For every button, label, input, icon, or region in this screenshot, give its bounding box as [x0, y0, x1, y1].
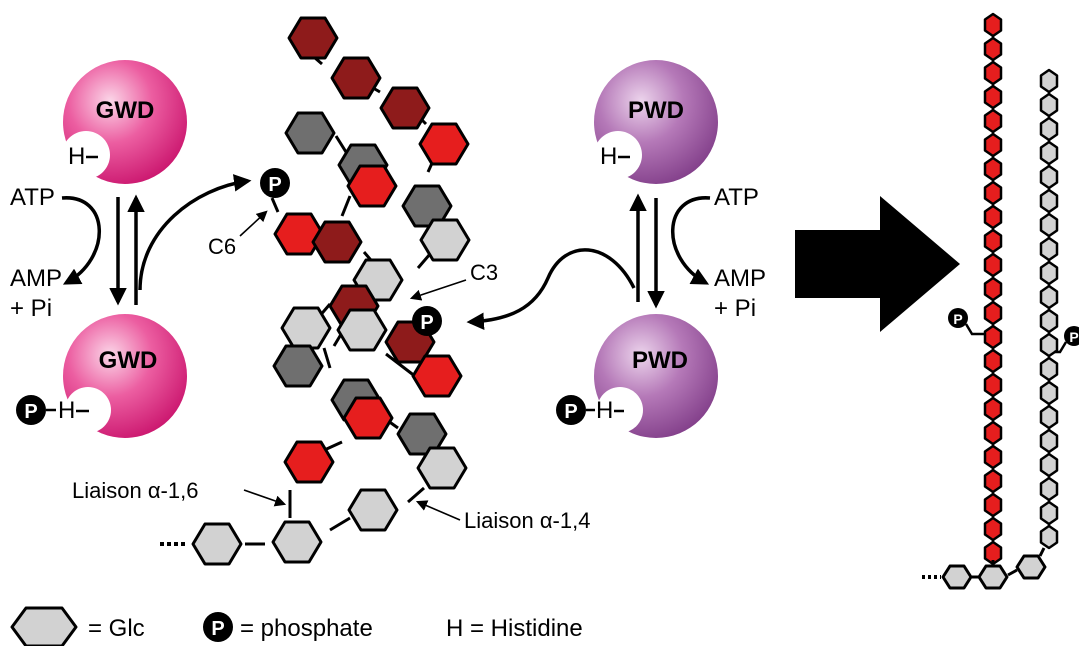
- grey-chain-residue: [1039, 452, 1059, 478]
- glucan-double-helix: [160, 16, 471, 566]
- red-chain-phosphate: P: [948, 308, 984, 336]
- grey-chain-residue: [1039, 164, 1059, 190]
- gwd-bottom-label: GWD: [99, 347, 158, 374]
- pwd-bottom-phosphate-icon: P: [556, 395, 586, 425]
- pwd-enzyme-bottom: P H PWD: [556, 314, 718, 438]
- pwd-enzyme-top: PWD H: [594, 60, 718, 184]
- red-linear-chain: [983, 12, 1003, 566]
- grey-chain-residue: [1039, 524, 1059, 550]
- right-amp-label: AMP: [714, 265, 766, 292]
- red-chain-residue: [983, 348, 1003, 374]
- grey-chain-residue: [1039, 212, 1059, 238]
- gwd-enzyme-top: GWD H: [62, 60, 187, 184]
- red-chain-residue: [983, 84, 1003, 110]
- svg-text:P: P: [211, 618, 224, 640]
- glc-legend-label: = Glc: [88, 615, 145, 642]
- big-right-arrow: [795, 196, 960, 332]
- grey-chain-residue: [1039, 92, 1059, 118]
- grey-chain-residue: [1039, 140, 1059, 166]
- glucose-residues: [191, 16, 471, 566]
- red-chain-residue: [983, 132, 1003, 158]
- gwd-bottom-histidine: H: [58, 397, 75, 424]
- grey-chain-residue: [1039, 428, 1059, 454]
- red-chain-residue: [983, 36, 1003, 62]
- red-chain-residue: [983, 420, 1003, 446]
- svg-text:P: P: [420, 312, 433, 334]
- helix-phosphate-c3: P: [412, 306, 442, 336]
- legend: = Glc P = phosphate H = Histidine: [10, 606, 583, 646]
- histidine-legend-label: H = Histidine: [446, 615, 583, 642]
- c6-label: C6: [208, 234, 236, 259]
- grey-chain-residue: [1039, 188, 1059, 214]
- red-chain-residue: [983, 12, 1003, 38]
- pwd-bottom-histidine: H: [596, 397, 613, 424]
- phosphate-legend-icon: P: [203, 612, 233, 642]
- red-chain-residue: [983, 60, 1003, 86]
- glc-legend-icon: [10, 606, 78, 646]
- linkage-labels: Liaison α-1,6 Liaison α-1,4: [72, 478, 590, 533]
- red-chain-residue: [983, 300, 1003, 326]
- grey-chain-residue: [1039, 68, 1059, 94]
- svg-text:P: P: [564, 401, 577, 423]
- gwd-reaction: ATP AMP + Pi: [10, 174, 252, 322]
- phosphate-legend-label: = phosphate: [240, 615, 373, 642]
- grey-chain-residue: [1039, 236, 1059, 262]
- grey-chain-residue: [1039, 284, 1059, 310]
- red-chain-residue: [983, 444, 1003, 470]
- gwd-enzyme-bottom: P H GWD: [16, 314, 187, 438]
- grey-chain-residue: [1039, 308, 1059, 334]
- red-chain-residue: [983, 492, 1003, 518]
- grey-chain-residue: [1039, 356, 1059, 382]
- left-amp-label: AMP: [10, 265, 62, 292]
- red-chain-residue: [983, 516, 1003, 542]
- grey-chain-residue: [1039, 404, 1059, 430]
- grey-chain-residue: [1039, 380, 1059, 406]
- svg-text:P: P: [1069, 329, 1078, 345]
- grey-chain-residue: [1039, 116, 1059, 142]
- c3-label: C3: [470, 260, 498, 285]
- alpha-1-4-label: Liaison α-1,4: [464, 508, 590, 533]
- pwd-reaction: ATP AMP + Pi: [466, 184, 766, 331]
- alpha-1-6-label: Liaison α-1,6: [72, 478, 198, 503]
- red-chain-residue: [983, 372, 1003, 398]
- svg-text:P: P: [268, 174, 281, 196]
- svg-text:P: P: [953, 311, 962, 327]
- red-chain-residue: [983, 108, 1003, 134]
- grey-chain-phosphate: P: [1054, 326, 1079, 354]
- unwound-glucan-chains: P P: [922, 12, 1079, 590]
- red-chain-residue: [983, 252, 1003, 278]
- red-chain-residue: [983, 156, 1003, 182]
- red-chain-residue: [983, 276, 1003, 302]
- red-chain-residue: [983, 396, 1003, 422]
- red-chain-residue: [983, 324, 1003, 350]
- pwd-bottom-label: PWD: [632, 347, 688, 374]
- grey-chain-residue: [1039, 260, 1059, 286]
- grey-chain-residue: [1039, 500, 1059, 526]
- red-chain-residue: [983, 228, 1003, 254]
- pwd-top-label: PWD: [628, 97, 684, 124]
- red-chain-residue: [983, 180, 1003, 206]
- chain-base-residues: [941, 554, 1047, 590]
- grey-linear-chain: [1039, 68, 1059, 550]
- helix-phosphate-c6: P: [260, 168, 290, 213]
- gwd-top-histidine: H: [68, 143, 85, 170]
- left-atp-label: ATP: [10, 184, 55, 211]
- red-chain-residue: [983, 468, 1003, 494]
- right-atp-label: ATP: [714, 184, 759, 211]
- svg-text:P: P: [24, 401, 37, 423]
- gwd-top-label: GWD: [96, 97, 155, 124]
- grey-chain-residue: [1039, 476, 1059, 502]
- red-chain-residue: [983, 204, 1003, 230]
- position-labels: C6 C3: [208, 210, 498, 301]
- pwd-top-histidine: H: [600, 143, 617, 170]
- left-pi-label: + Pi: [10, 295, 52, 322]
- gwd-bottom-phosphate-icon: P: [16, 395, 46, 425]
- right-pi-label: + Pi: [714, 295, 756, 322]
